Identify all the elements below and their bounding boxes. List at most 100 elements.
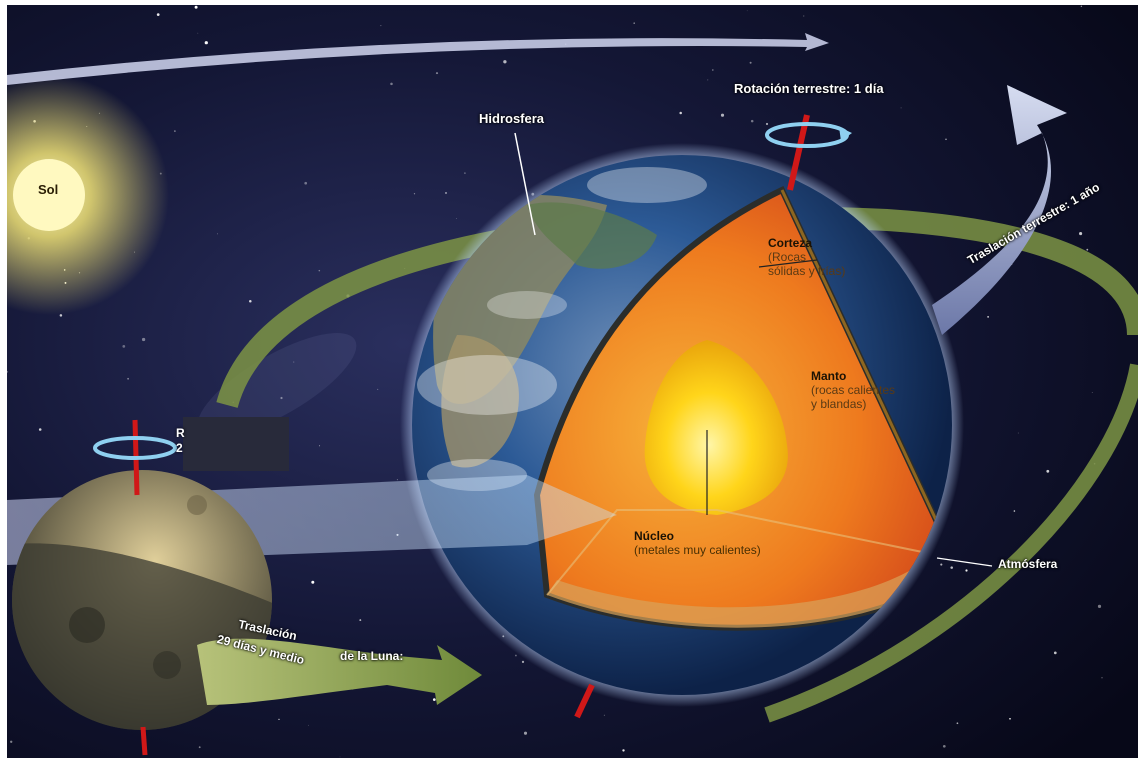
star (278, 718, 280, 721)
star (293, 361, 295, 363)
diagram-canvas (0, 5, 1143, 758)
corteza-desc-2: sólidas y frías) (768, 264, 846, 278)
manto-label: Manto (rocas calientes y blandas) (811, 369, 895, 411)
star (217, 233, 219, 235)
star (380, 25, 382, 27)
moon-rotation-fragment-1: R (176, 426, 185, 440)
manto-title: Manto (811, 369, 847, 383)
star (198, 746, 201, 749)
star (603, 714, 605, 716)
earth (400, 114, 964, 719)
star (746, 10, 748, 12)
star (1046, 469, 1050, 473)
star (122, 345, 126, 348)
star (1017, 432, 1019, 434)
manto-desc-1: (rocas calientes (811, 383, 896, 397)
earth-axis-bottom (574, 683, 595, 719)
star (10, 740, 13, 743)
star (1079, 232, 1083, 236)
star (197, 32, 199, 34)
star (377, 388, 379, 390)
star (308, 724, 310, 726)
corteza-pointer (758, 259, 818, 268)
star (1053, 651, 1057, 655)
earth-moon-diagram: Sol Hidrosfera Rotación terrestre: 1 día… (0, 5, 1143, 758)
star (803, 15, 805, 17)
star (945, 138, 947, 141)
earth-translation-arrow (932, 85, 1067, 335)
star (514, 654, 517, 657)
manto-desc-2: y blandas) (811, 397, 867, 411)
star (707, 79, 709, 81)
star (987, 316, 989, 318)
hidrosfera-pointer (514, 132, 536, 236)
atmosfera-label: Atmósfera (998, 557, 1058, 571)
star (1013, 510, 1016, 512)
nucleo-desc: (metales muy calientes) (634, 543, 761, 557)
star (456, 218, 458, 219)
star (435, 72, 439, 75)
sun-light-arrow (7, 33, 829, 85)
earth-rotation-label: Rotación terrestre: 1 día (734, 81, 884, 96)
corteza-title: Corteza (768, 236, 813, 250)
star (900, 107, 902, 109)
moon-axis-bottom (140, 726, 148, 756)
star (390, 82, 393, 86)
nucleo-title: Núcleo (634, 529, 675, 543)
star (445, 192, 447, 194)
star (194, 5, 198, 9)
star (1097, 604, 1102, 609)
star (249, 300, 252, 303)
star (1009, 717, 1011, 720)
redacted-label-patch (183, 417, 289, 471)
star (304, 181, 308, 185)
star (127, 377, 129, 380)
star (413, 193, 416, 195)
nucleo-label: Núcleo (metales muy calientes) (634, 529, 761, 557)
star (529, 121, 532, 124)
star (1091, 392, 1093, 393)
star (750, 119, 754, 123)
star (950, 566, 953, 569)
core (644, 340, 788, 515)
star (765, 122, 769, 126)
star (622, 749, 625, 752)
moon-translation-label-3: de la Luna: (340, 649, 404, 663)
star (711, 69, 714, 71)
corteza-desc-1: (Rocas (768, 250, 807, 264)
atmosfera-pointer (936, 557, 993, 567)
star (1086, 248, 1089, 251)
hidrosfera-label: Hidrosfera (479, 111, 545, 126)
star (6, 370, 9, 373)
star (318, 269, 321, 272)
star (942, 744, 946, 748)
star (38, 428, 42, 431)
star (204, 41, 208, 45)
star (319, 445, 321, 447)
moon-rotation-ring (93, 436, 177, 460)
star (503, 60, 507, 64)
star (940, 563, 943, 566)
moon-rotation-fragment-2: 2 (176, 441, 183, 455)
moon-translation-arrow (197, 638, 482, 705)
earth-axis-top (787, 114, 810, 191)
star (59, 314, 63, 317)
sun (13, 159, 85, 231)
moon-orbit-front (764, 363, 1143, 723)
star (956, 722, 959, 725)
star (280, 396, 283, 400)
star (521, 660, 525, 664)
star (359, 619, 362, 622)
star (965, 569, 968, 572)
star (141, 337, 146, 342)
star (679, 111, 682, 115)
crust-layer (547, 555, 952, 628)
star (1080, 5, 1083, 8)
star (523, 731, 528, 735)
star (464, 172, 466, 174)
star (749, 61, 752, 64)
star (633, 22, 635, 24)
star (311, 580, 315, 584)
star (720, 113, 725, 117)
star (396, 479, 398, 481)
